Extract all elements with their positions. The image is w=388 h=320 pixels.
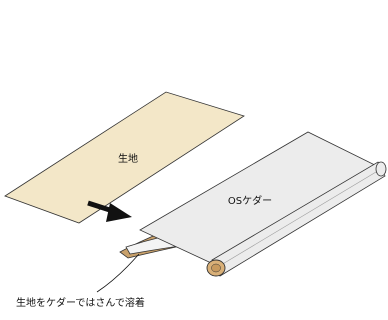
insert-arrow: [87, 200, 132, 222]
tagger-roll-end-inner: [211, 263, 221, 273]
fabric-label: 生地: [118, 152, 138, 165]
caption-leader-line: [96, 253, 140, 293]
tagger-roll-highlight: [215, 168, 382, 269]
fabric-sheet: [4, 91, 245, 224]
tagger-roll-far-end: [375, 161, 387, 177]
caption-label: 生地をケダーではさんで溶着: [16, 296, 145, 309]
tagger-label: OSケダー: [228, 194, 272, 207]
